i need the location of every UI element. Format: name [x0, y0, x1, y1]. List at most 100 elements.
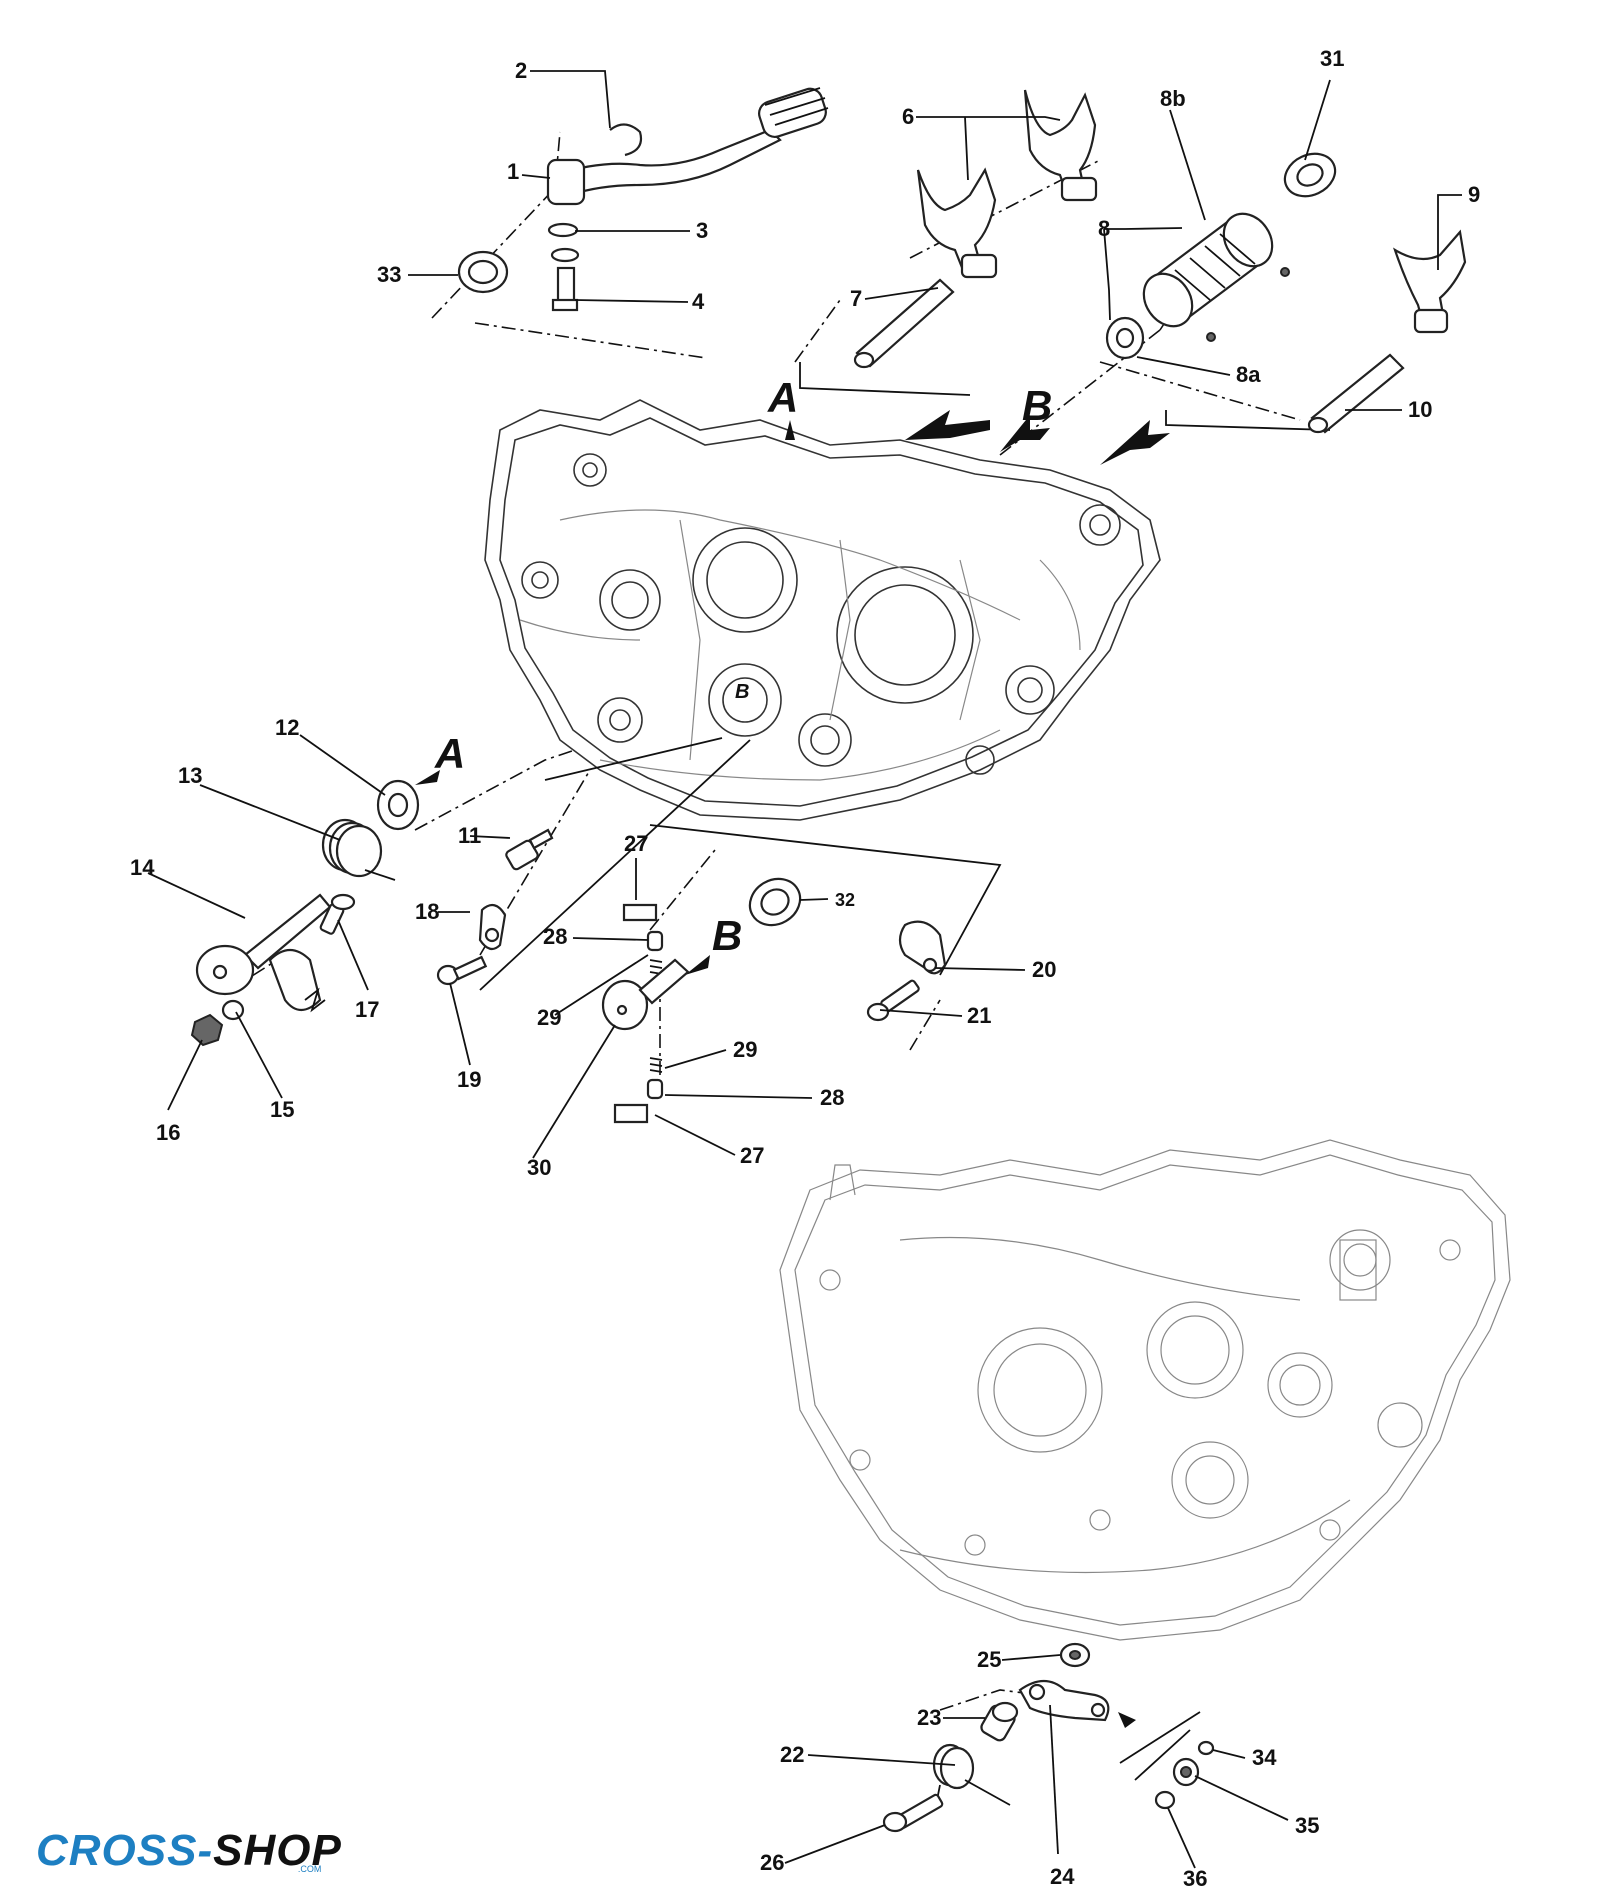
washer-15	[221, 999, 245, 1021]
shift-drum-8b	[1142, 212, 1274, 328]
label-2: 2	[515, 58, 527, 83]
circlip-2	[609, 123, 643, 157]
label-36: 36	[1183, 1866, 1207, 1891]
label-13: 13	[178, 763, 202, 788]
parts	[190, 87, 1467, 1833]
crankcase-lower	[779, 1139, 1511, 1641]
washer-25	[1059, 1642, 1091, 1668]
label-28-top: 28	[543, 924, 567, 949]
arrow-head-2	[1000, 415, 1050, 452]
label-10: 10	[1408, 397, 1432, 422]
screw-8-small	[1206, 332, 1216, 342]
kickstart-lever	[546, 87, 829, 206]
plate-27-top	[622, 903, 658, 922]
shift-fork-9	[1393, 229, 1467, 334]
washer-3	[547, 222, 579, 238]
label-29-bottom: 29	[733, 1037, 757, 1062]
label-8: 8	[1098, 216, 1110, 241]
shift-fork-shaft-10	[1307, 353, 1405, 434]
brand-name-part2: SHOP	[213, 1826, 342, 1875]
shift-shaft-14	[195, 893, 332, 1013]
label-29-top: 29	[537, 1005, 561, 1030]
spring-29-bottom	[649, 1057, 663, 1073]
arrow-head-6	[685, 955, 710, 975]
label-18: 18	[415, 899, 439, 924]
brand-domain: .COM	[297, 1864, 322, 1874]
pin-28-bottom	[646, 1078, 664, 1100]
label-17: 17	[355, 997, 379, 1022]
bolt-21	[866, 979, 920, 1022]
label-20: 20	[1032, 957, 1056, 982]
callout-letter-b-top: B	[1022, 382, 1052, 429]
arrow-head-5	[415, 770, 440, 785]
screw-36	[1154, 1790, 1176, 1810]
lever-24	[1018, 1679, 1110, 1722]
bolt-26	[882, 1793, 944, 1833]
pin-28-top	[646, 930, 664, 952]
label-19: 19	[457, 1067, 481, 1092]
callout-arrows: A B A B B	[415, 374, 1170, 1728]
label-26: 26	[760, 1850, 784, 1875]
crankcase-upper	[484, 399, 1161, 821]
arrow-head-7	[1118, 1712, 1136, 1728]
shift-drum-segment-30	[601, 958, 690, 1031]
label-21: 21	[967, 1003, 991, 1028]
label-33: 33	[377, 262, 401, 287]
label-22: 22	[780, 1742, 804, 1767]
label-6: 6	[902, 104, 914, 129]
shift-fork-left	[916, 167, 998, 279]
seal-33	[457, 250, 509, 294]
label-27-bottom: 27	[740, 1143, 764, 1168]
label-23: 23	[917, 1705, 941, 1730]
neutral-switch-11	[505, 828, 554, 871]
bearing-32	[748, 877, 802, 927]
screw-8b-small	[1280, 267, 1290, 277]
screw-19	[436, 955, 488, 986]
callout-letter-b-case: B	[735, 681, 749, 703]
bearing-31	[1283, 152, 1337, 198]
label-35: 35	[1295, 1813, 1319, 1838]
arrow-head-4	[785, 420, 795, 440]
lever-20	[898, 920, 947, 975]
label-9: 9	[1468, 182, 1480, 207]
spring-22	[932, 1743, 1011, 1811]
label-7: 7	[850, 286, 862, 311]
label-32: 32	[835, 890, 855, 910]
label-30: 30	[527, 1155, 551, 1180]
bushing-12	[376, 779, 420, 831]
label-34: 34	[1252, 1745, 1277, 1770]
label-31: 31	[1320, 46, 1344, 71]
label-8a: 8a	[1236, 362, 1261, 387]
washer-34	[1197, 1740, 1215, 1756]
brand-logo: CROSS- SHOP .COM	[36, 1822, 341, 1876]
bearing-8a	[1105, 316, 1145, 360]
label-28-bottom: 28	[820, 1085, 844, 1110]
label-1: 1	[507, 159, 519, 184]
label-11: 11	[458, 823, 481, 848]
bushing-23	[980, 1701, 1019, 1742]
label-15: 15	[270, 1097, 294, 1122]
callout-letter-a-left: A	[434, 730, 465, 777]
label-14: 14	[130, 855, 155, 880]
label-3: 3	[696, 218, 708, 243]
shift-fork-right	[1023, 89, 1098, 202]
shift-fork-shaft-7	[853, 278, 955, 369]
bolt-4	[550, 247, 580, 312]
label-27-top: 27	[624, 831, 648, 856]
callout-letter-b-mid: B	[712, 912, 742, 959]
stopper-18	[478, 903, 507, 951]
label-12: 12	[275, 715, 299, 740]
arrow-head-1	[905, 410, 990, 440]
leader-lines	[147, 70, 1462, 1869]
callout-letter-a-top: A	[767, 374, 798, 421]
spring-13	[321, 818, 396, 881]
plate-27-bottom	[613, 1103, 649, 1124]
label-24: 24	[1050, 1864, 1075, 1889]
label-4: 4	[692, 289, 705, 314]
divider-line	[1134, 1729, 1191, 1781]
arrow-head-3	[1100, 420, 1170, 465]
nut-16	[190, 1013, 224, 1047]
bearing-35	[1172, 1757, 1200, 1787]
